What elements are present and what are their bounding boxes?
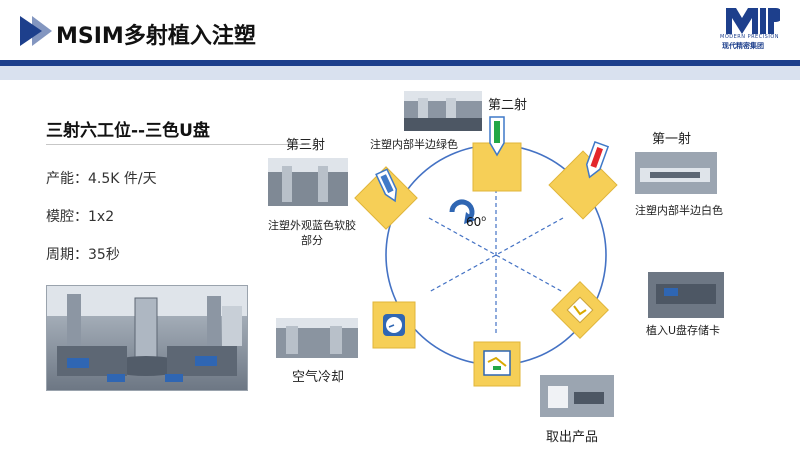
- title-arrow-icon: [20, 16, 52, 46]
- label-remove: 取出产品: [546, 430, 599, 445]
- photo-third-shot: [268, 158, 348, 206]
- subtitle-divider: [46, 144, 306, 145]
- photo-cooling: [276, 318, 358, 358]
- photo-remove: [540, 375, 614, 417]
- nozzle-blue-icon: [375, 168, 398, 203]
- label-implant: 植入U盘存储卡: [646, 324, 721, 337]
- desc-first-shot: 注塑内部半边白色: [635, 204, 723, 217]
- spec-capacity: 产能：4.5K 件/天: [46, 171, 157, 187]
- axis-line-2: [428, 217, 564, 293]
- spec-cycle: 周期：35秒: [46, 247, 120, 263]
- logo-subtitle-en: MODERN PRECISION: [720, 34, 780, 40]
- axis-line-1: [428, 217, 564, 293]
- station-third-shot: [354, 166, 418, 230]
- rotation-arrow-icon: [449, 199, 476, 224]
- station-first-shot: [548, 150, 618, 220]
- spec-cavity: 模腔：1x2: [46, 209, 115, 225]
- page-title: MSIM多射植入注塑: [56, 24, 256, 49]
- label-first-shot: 第一射: [652, 132, 692, 147]
- usb-card-icon: [566, 296, 594, 324]
- photo-implant: [648, 272, 724, 318]
- section-subtitle: 三射六工位--三色U盘: [46, 121, 210, 141]
- nozzle-red-icon: [585, 140, 610, 179]
- label-third-shot: 第三射: [286, 138, 326, 153]
- header-band: [0, 66, 800, 80]
- header-divider: [0, 60, 800, 66]
- desc-second-shot: 注塑内部半边绿色: [370, 138, 458, 151]
- photo-first-shot: [635, 152, 717, 194]
- product-icon: [483, 350, 511, 376]
- machine-photo: [46, 285, 248, 391]
- label-second-shot: 第二射: [488, 98, 528, 113]
- clock-icon: [383, 314, 405, 336]
- photo-second-shot: [404, 91, 482, 131]
- label-cooling: 空气冷却: [292, 370, 345, 385]
- desc-third-shot: 注塑外观蓝色软胶部分: [268, 219, 356, 247]
- company-logo: [726, 8, 780, 36]
- nozzle-green-icon: [489, 116, 505, 157]
- logo-subtitle-cn: 现代精密集团: [722, 42, 764, 50]
- rotation-angle: 60o: [466, 214, 487, 229]
